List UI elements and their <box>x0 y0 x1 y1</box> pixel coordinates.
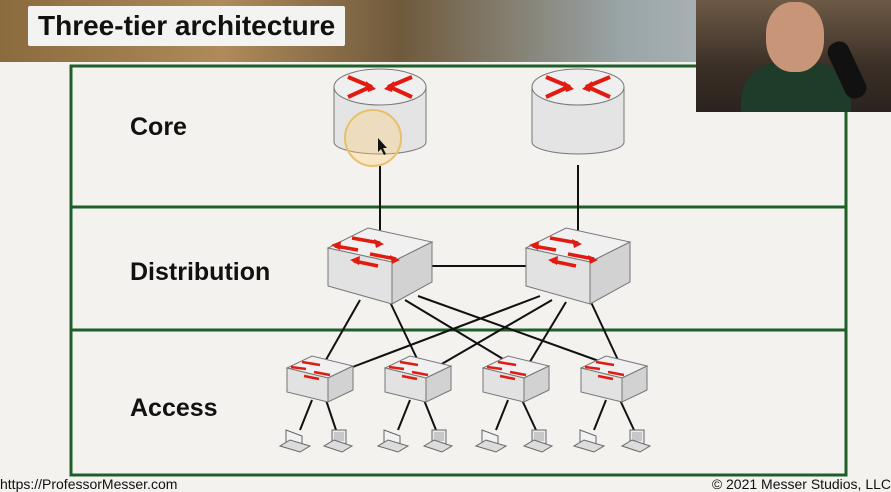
laptop-icon <box>377 429 409 453</box>
link-dist2-access1 <box>349 295 541 369</box>
tier-frame <box>69 64 848 477</box>
footer-url: https://ProfessorMesser.com <box>0 476 178 492</box>
link-dist1-access4 <box>417 295 611 366</box>
desktop-icon <box>323 429 353 453</box>
cursor-highlight <box>344 109 402 167</box>
access-switch-1 <box>285 354 355 404</box>
link-dist1-access2 <box>389 301 421 366</box>
desktop-icon <box>523 429 553 453</box>
distribution-switch-1 <box>326 226 434 306</box>
desktop-icon <box>621 429 651 453</box>
access-switch-4 <box>579 354 649 404</box>
laptop-icon <box>279 429 311 453</box>
desktop-icon <box>423 429 453 453</box>
mouse-pointer-icon <box>378 138 387 155</box>
laptop-icon <box>475 429 507 453</box>
network-links <box>299 165 635 431</box>
distribution-switch-2 <box>524 226 632 306</box>
presenter-face <box>766 2 824 72</box>
tier-frame-outline <box>69 64 848 477</box>
slide-title: Three-tier architecture <box>28 6 346 46</box>
footer-copyright: © 2021 Messer Studios, LLC <box>711 476 891 492</box>
tier-label-distribution: Distribution <box>130 258 271 286</box>
laptop-icon <box>573 429 605 453</box>
access-switch-2 <box>383 354 453 404</box>
link-dist1-access3 <box>404 299 514 366</box>
link-dist2-access3 <box>527 301 567 366</box>
link-dist1-access1 <box>322 299 361 366</box>
presenter-webcam <box>696 0 891 112</box>
tier-label-core: Core <box>130 113 187 141</box>
core-router-2 <box>530 67 626 156</box>
access-switch-3 <box>481 354 551 404</box>
link-dist2-access2 <box>439 299 553 366</box>
link-dist2-access4 <box>589 299 619 361</box>
tier-label-access: Access <box>130 394 218 422</box>
